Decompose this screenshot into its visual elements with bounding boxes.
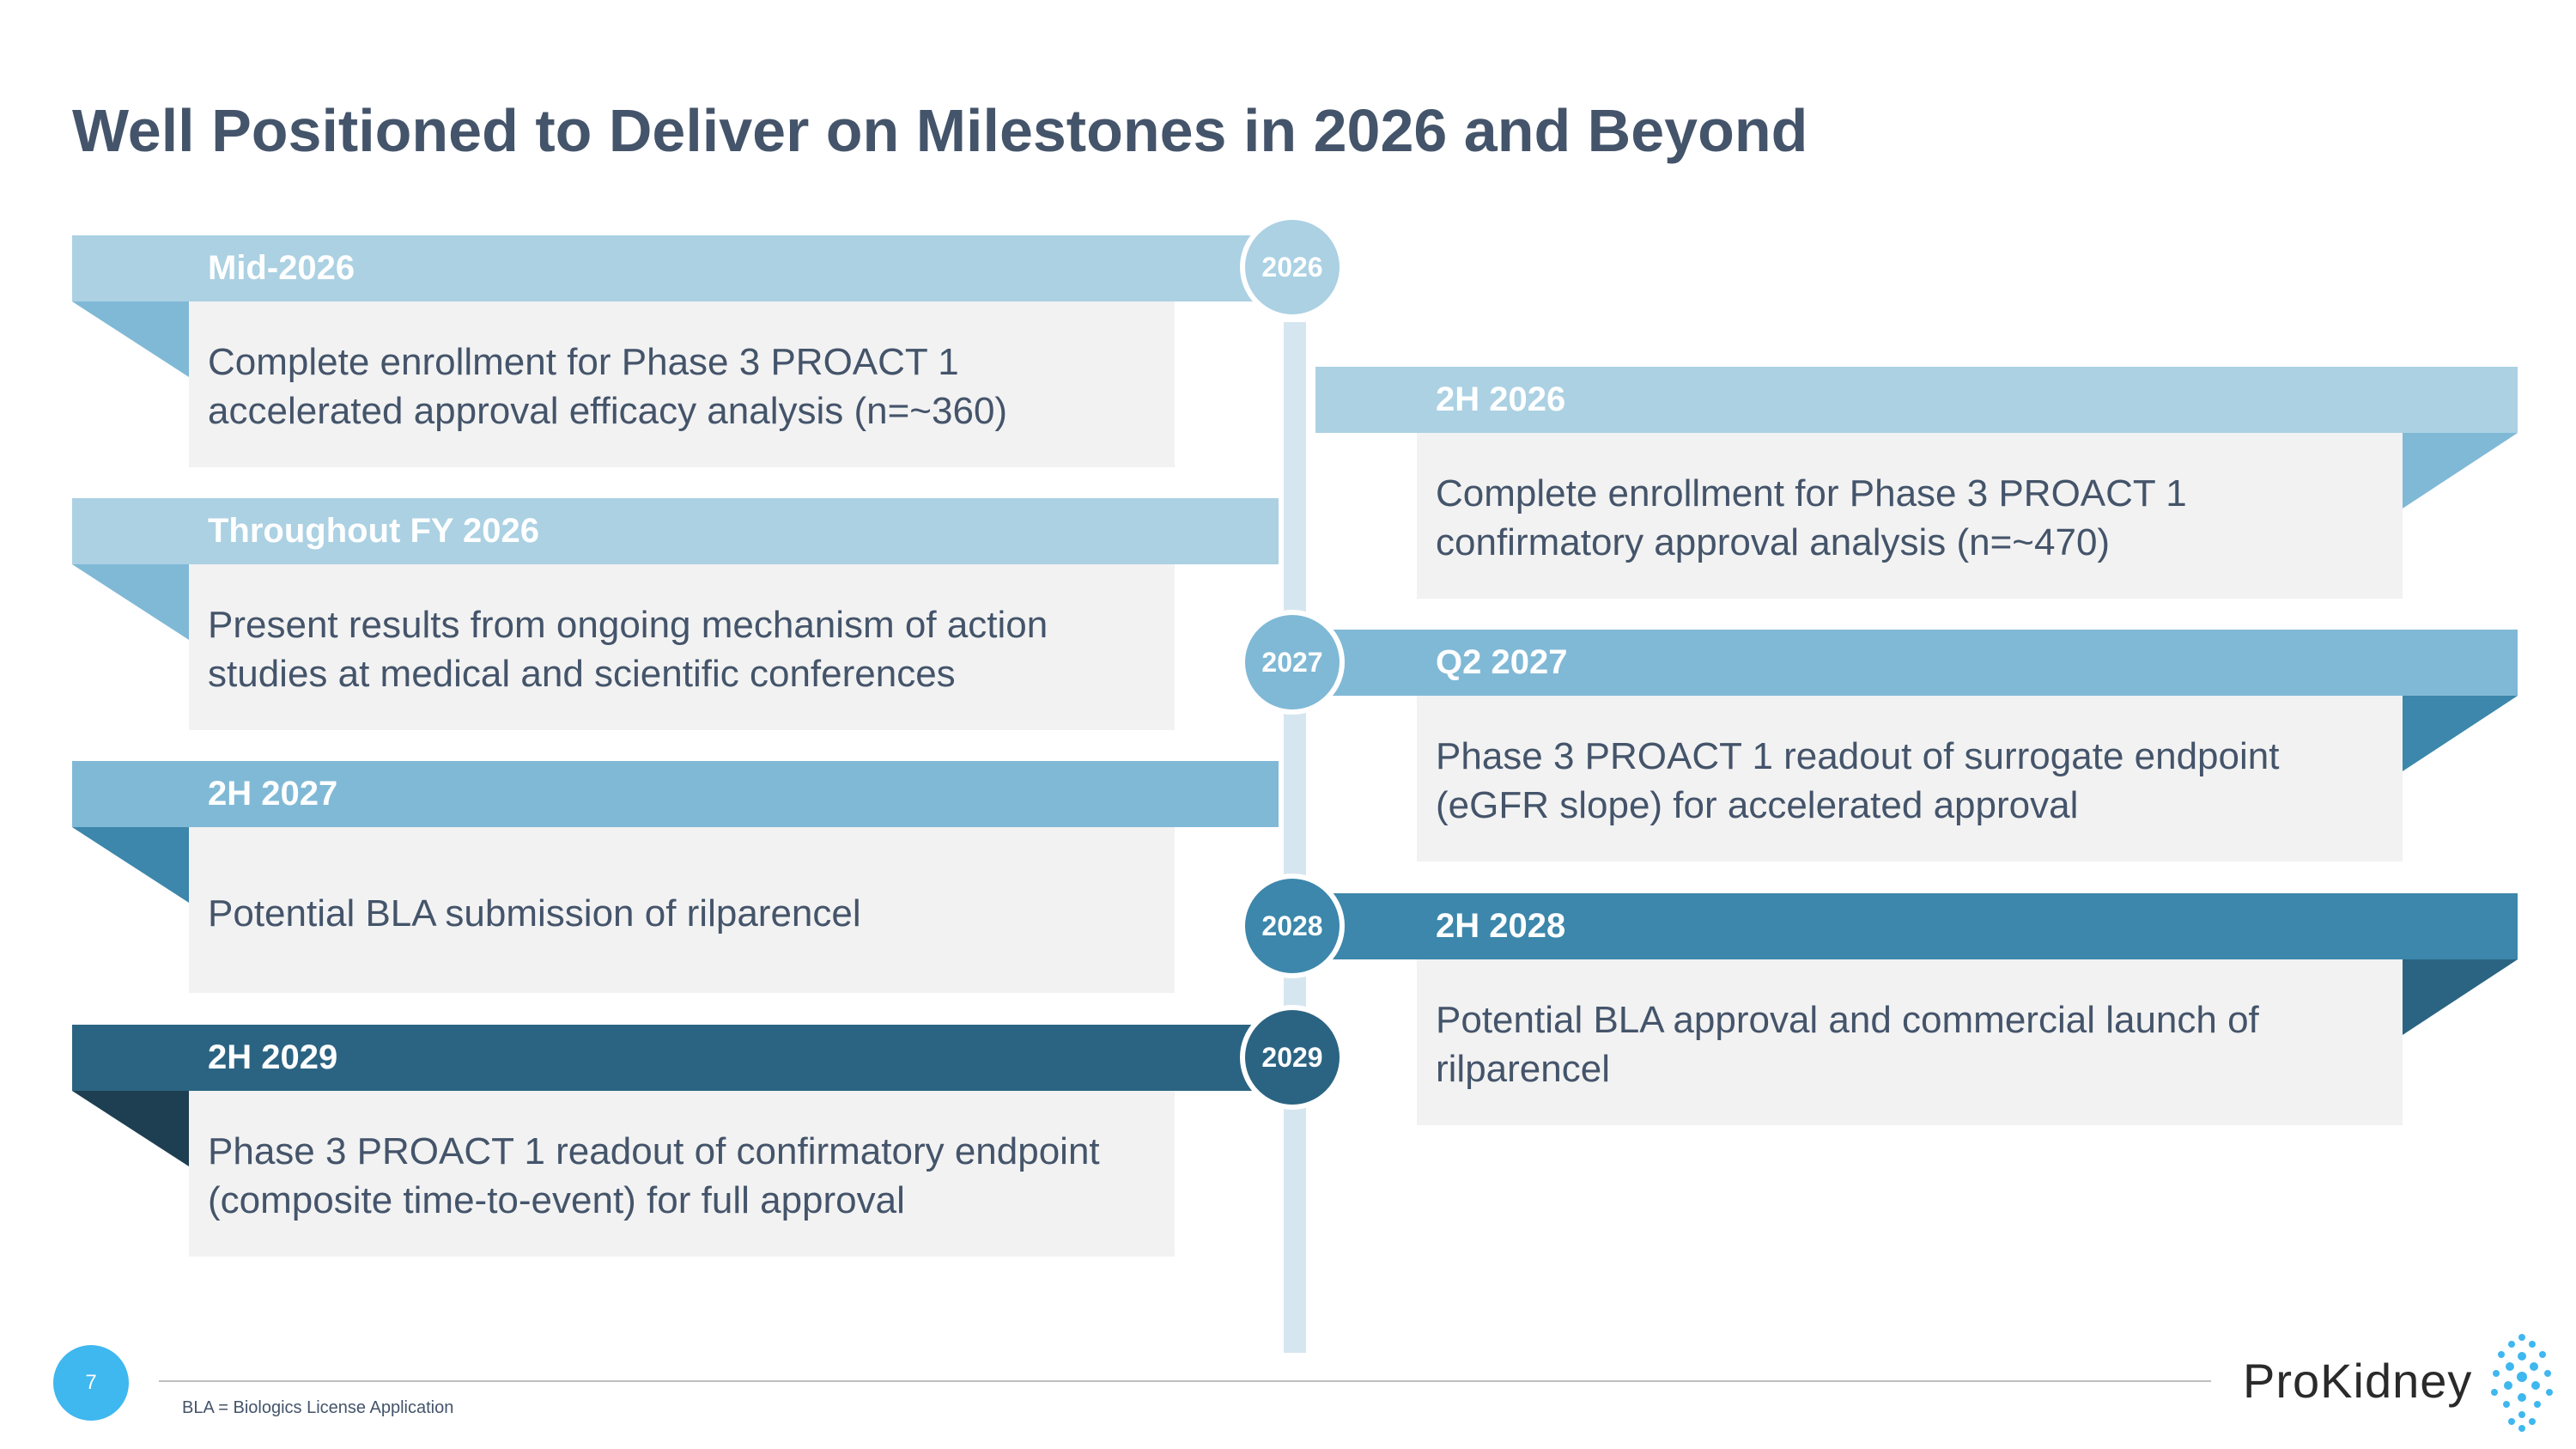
milestone-band: 2H 2028 bbox=[1322, 893, 2518, 959]
milestone-text: Phase 3 PROACT 1 readout of confirmatory… bbox=[208, 1130, 1100, 1221]
milestone-text: Potential BLA approval and commercial la… bbox=[1436, 999, 2259, 1090]
milestone-text: Present results from ongoing mechanism o… bbox=[208, 604, 1048, 695]
milestone-text: Potential BLA submission of rilparencel bbox=[208, 892, 861, 935]
milestone-text: Complete enrollment for Phase 3 PROACT 1… bbox=[208, 341, 1008, 432]
milestone-band: Throughout FY 2026 bbox=[72, 498, 1279, 564]
milestone-band: 2H 2027 bbox=[72, 761, 1279, 827]
timeline-axis bbox=[1284, 322, 1306, 1353]
year-node-2027: 2027 bbox=[1240, 610, 1345, 715]
band-fold bbox=[2403, 959, 2518, 1035]
footer-divider bbox=[159, 1380, 2211, 1382]
milestone-label: Q2 2027 bbox=[1436, 643, 1568, 681]
milestone-card: Potential BLA submission of rilparencel bbox=[189, 827, 1175, 993]
milestone-card: Complete enrollment for Phase 3 PROACT 1… bbox=[189, 301, 1175, 467]
milestone-label: 2H 2026 bbox=[1436, 381, 1566, 418]
band-fold bbox=[2403, 696, 2518, 771]
milestone-band: Q2 2027 bbox=[1322, 630, 2518, 696]
page-number: 7 bbox=[53, 1345, 129, 1421]
band-fold bbox=[72, 1091, 189, 1166]
footnote: BLA = Biologics License Application bbox=[182, 1398, 454, 1417]
milestone-card: Phase 3 PROACT 1 readout of confirmatory… bbox=[189, 1091, 1175, 1257]
band-fold bbox=[72, 827, 189, 903]
band-fold bbox=[72, 564, 189, 640]
page-title: Well Positioned to Deliver on Milestones… bbox=[72, 97, 1808, 164]
year-node-2026: 2026 bbox=[1240, 215, 1345, 320]
milestone-label: 2H 2029 bbox=[208, 1038, 338, 1076]
milestone-card: Complete enrollment for Phase 3 PROACT 1… bbox=[1417, 433, 2403, 599]
band-fold bbox=[2403, 433, 2518, 508]
milestone-band: Mid-2026 bbox=[72, 235, 1291, 301]
milestone-band: 2H 2026 bbox=[1315, 367, 2518, 433]
dot-cluster-icon bbox=[2491, 1334, 2553, 1432]
milestone-card: Potential BLA approval and commercial la… bbox=[1417, 959, 2403, 1125]
milestone-label: 2H 2028 bbox=[1436, 907, 1566, 945]
milestone-label: 2H 2027 bbox=[208, 775, 338, 813]
logo-wordmark: ProKidney bbox=[2243, 1354, 2473, 1408]
milestone-text: Phase 3 PROACT 1 readout of surrogate en… bbox=[1436, 735, 2280, 826]
milestone-card: Present results from ongoing mechanism o… bbox=[189, 564, 1175, 730]
band-fold bbox=[72, 301, 189, 377]
year-node-2029: 2029 bbox=[1240, 1005, 1345, 1110]
milestone-label: Throughout FY 2026 bbox=[208, 512, 539, 550]
company-logo: ProKidney bbox=[2243, 1327, 2553, 1439]
year-node-2028: 2028 bbox=[1240, 874, 1345, 978]
milestone-label: Mid-2026 bbox=[208, 249, 355, 287]
milestone-band: 2H 2029 bbox=[72, 1025, 1291, 1091]
milestone-text: Complete enrollment for Phase 3 PROACT 1… bbox=[1436, 472, 2187, 563]
milestone-card: Phase 3 PROACT 1 readout of surrogate en… bbox=[1417, 696, 2403, 861]
